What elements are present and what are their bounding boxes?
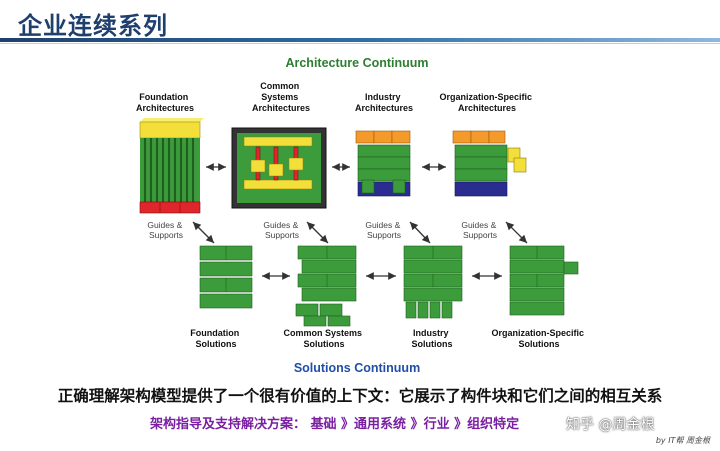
common-systems-solutions-label: Common Systems Solutions <box>283 328 364 349</box>
organization-specific-architecture-block <box>452 130 527 197</box>
foundation-solutions-block <box>199 245 253 309</box>
guides-supports-label-1: Guides & Supports <box>147 220 184 240</box>
guides-supports-label-3: Guides & Supports <box>365 220 402 240</box>
architecture-continuum-heading: Architecture Continuum <box>285 56 428 70</box>
caption-main: 正确理解架构模型提供了一个很有价值的上下文：它展示了构件块和它们之间的相互关系 <box>57 387 663 405</box>
caption-sub: 架构指导及支持解决方案： 基础 》通用系统 》行业 》组织特定 <box>150 417 520 432</box>
organization-specific-architectures-label: Organization-Specific Architectures <box>439 92 534 113</box>
industry-solutions-label: Industry Solutions <box>412 328 453 349</box>
arrow-guide-4 <box>505 221 528 244</box>
page-title: 企业连续系列 <box>18 12 168 40</box>
watermark: 知乎 @周金根 <box>566 417 655 433</box>
arrow-guide-1 <box>192 221 215 244</box>
arrow-guide-3 <box>409 221 431 244</box>
industry-architectures-label: Industry Architectures <box>355 92 413 113</box>
industry-architecture-block <box>355 130 411 197</box>
title-underline <box>0 38 720 42</box>
title-underline-thin <box>0 43 720 44</box>
guides-supports-label-4: Guides & Supports <box>461 220 498 240</box>
common-systems-architectures-label: Common Systems Architectures <box>252 81 310 113</box>
foundation-architectures-label: Foundation Architectures <box>136 92 194 113</box>
foundation-solutions-label: Foundation Solutions <box>190 328 242 349</box>
industry-solutions-block <box>403 245 463 319</box>
continuum-diagram: Architecture Continuum Foundation Archit… <box>136 56 586 375</box>
solutions-continuum-heading: Solutions Continuum <box>294 361 420 375</box>
common-systems-architecture-block <box>231 127 327 209</box>
common-systems-solutions-block <box>295 245 357 327</box>
arrow-guide-2 <box>306 221 329 244</box>
credit: by IT帮 周金根 <box>655 436 710 445</box>
foundation-architecture-block <box>139 118 204 214</box>
organization-specific-solutions-label: Organization-Specific Solutions <box>491 328 586 349</box>
guides-supports-label-2: Guides & Supports <box>263 220 300 240</box>
organization-specific-solutions-block <box>509 245 579 316</box>
